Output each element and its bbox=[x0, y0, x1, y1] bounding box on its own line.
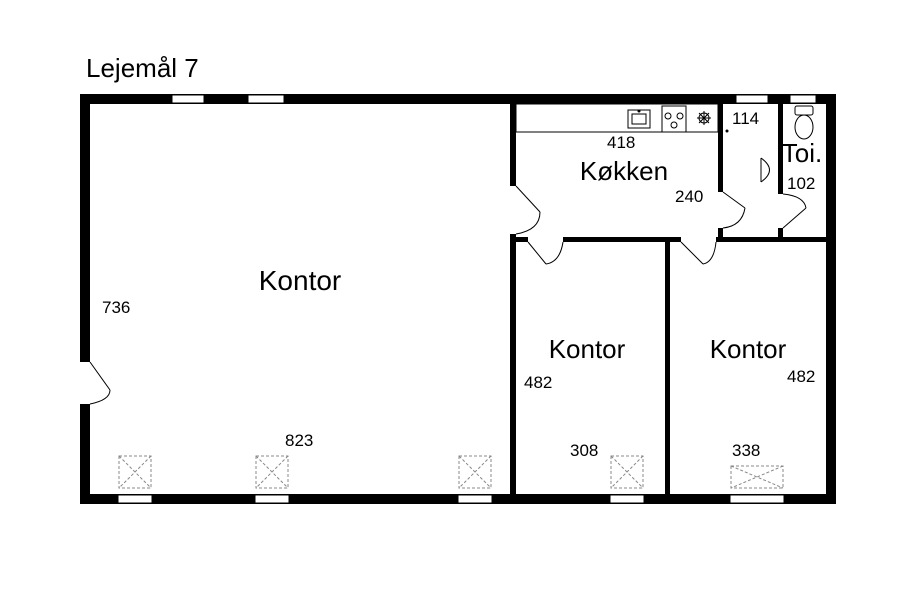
dim-right-office-width: 338 bbox=[732, 441, 760, 460]
fan-icon bbox=[697, 111, 711, 125]
room-label-right-office: Kontor bbox=[710, 334, 787, 364]
entrance-door bbox=[89, 361, 111, 405]
plan-title: Lejemål 7 bbox=[86, 53, 199, 83]
dim-main-office-width: 823 bbox=[285, 431, 313, 450]
kitchen-door bbox=[515, 185, 541, 235]
hall-marker bbox=[725, 129, 729, 133]
middle-office-door bbox=[527, 241, 564, 265]
washbasin-icon bbox=[760, 157, 770, 183]
stove-icon bbox=[661, 105, 687, 133]
right-office-door bbox=[680, 241, 717, 265]
skylight bbox=[458, 455, 492, 489]
windows bbox=[117, 94, 817, 504]
kitchen-counter bbox=[515, 103, 719, 133]
skylight bbox=[730, 465, 784, 489]
dim-hall-width: 114 bbox=[732, 109, 759, 128]
skylight bbox=[255, 455, 289, 489]
room-label-kitchen: Køkken bbox=[580, 156, 668, 186]
toilet-fixtures bbox=[725, 105, 814, 183]
room-label-toilet: Toi. bbox=[782, 138, 822, 168]
dim-kitchen-depth: 240 bbox=[675, 187, 703, 206]
skylight bbox=[118, 455, 152, 489]
sink-icon bbox=[627, 109, 651, 129]
toilet-icon bbox=[794, 105, 814, 140]
dim-middle-office-depth: 482 bbox=[524, 373, 552, 392]
hall-door bbox=[722, 191, 746, 229]
dim-kitchen-width: 418 bbox=[607, 133, 635, 152]
skylights bbox=[118, 455, 784, 489]
dim-middle-office-width: 308 bbox=[570, 441, 598, 460]
dim-main-office-depth: 736 bbox=[102, 298, 130, 317]
room-label-main-office: Kontor bbox=[259, 265, 342, 296]
toilet-door bbox=[782, 193, 807, 229]
skylight bbox=[610, 455, 644, 489]
doors bbox=[89, 185, 807, 405]
dim-toilet-depth: 102 bbox=[787, 174, 815, 193]
room-label-middle-office: Kontor bbox=[549, 334, 626, 364]
dim-right-office-depth: 482 bbox=[787, 367, 815, 386]
interior-walls bbox=[510, 94, 831, 504]
